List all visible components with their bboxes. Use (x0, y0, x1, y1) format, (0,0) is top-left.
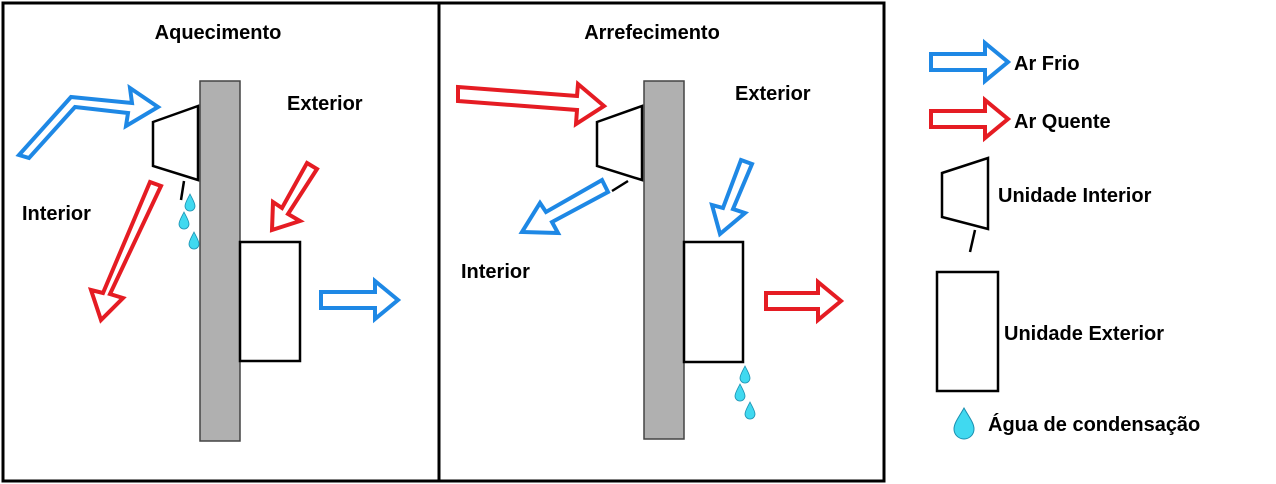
heating-title: Aquecimento (155, 22, 282, 44)
legend-condensation-label: Água de condensação (988, 413, 1200, 436)
cooling-wall (643, 80, 685, 440)
heating-panel: Aquecimento Exterior Interior (1, 1, 441, 483)
legend: Ar Frio Ar Quente Unidade Interior Unida… (929, 38, 1200, 440)
heating-indoor-unit (151, 104, 200, 201)
heating-interior-label: Interior (22, 203, 91, 225)
legend-hot-air-arrow-icon (929, 95, 1012, 143)
cooling-hot-air-out-arrow (764, 277, 845, 325)
legend-cold-air-arrow-icon (929, 38, 1012, 86)
cooling-title: Arrefecimento (584, 22, 720, 44)
cooling-indoor-unit (595, 104, 644, 193)
legend-outdoor-unit-label: Unidade Exterior (1004, 323, 1164, 345)
heating-wall (199, 80, 241, 442)
cooling-exterior-label: Exterior (735, 83, 811, 105)
legend-hot-air-label: Ar Quente (1014, 111, 1111, 133)
cooling-outdoor-unit (682, 240, 745, 364)
legend-indoor-unit-icon (940, 156, 990, 253)
legend-outdoor-unit-icon (935, 270, 1000, 393)
cooling-interior-label: Interior (461, 261, 530, 283)
heating-hot-air-out-arrow (87, 179, 164, 324)
heating-cold-air-out-arrow (319, 276, 402, 324)
heating-exterior-label: Exterior (287, 93, 363, 115)
cooling-panel: Arrefecimento Exterior Interior (437, 1, 886, 483)
heating-hot-air-down-arrow (269, 160, 320, 233)
legend-indoor-unit-label: Unidade Interior (998, 185, 1152, 207)
cooling-hot-air-in-arrow (456, 79, 608, 128)
heating-outdoor-unit (238, 240, 302, 363)
legend-cold-air-label: Ar Frio (1014, 53, 1080, 75)
cooling-cold-air-down-arrow (709, 157, 755, 238)
cooling-cold-air-out-arrow (518, 177, 611, 236)
legend-water-drop-icon (953, 406, 975, 440)
heating-cold-air-in-arrow (15, 83, 162, 161)
